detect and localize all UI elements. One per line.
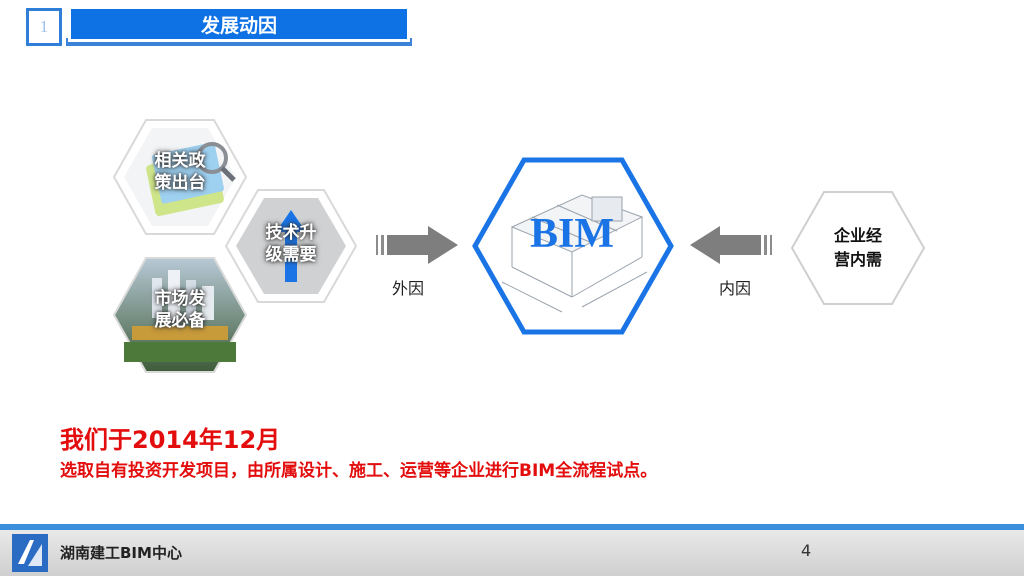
statement-detail: 选取自有投资开发项目，由所属设计、施工、运营等企业进行BIM全流程试点。 [60,461,658,481]
bim-hexagon [472,157,674,335]
market-hexagon [112,257,248,373]
external-factor-label: 外因 [392,279,425,298]
organization-name: 湖南建工BIM中心 [60,544,182,562]
page-number: 4 [801,541,812,560]
company-logo-icon [12,534,48,572]
enterprise-label: 企业经 营内需 [833,226,882,269]
policy-label: 相关政 策出台 [154,151,206,193]
page-title: 发展动因 [68,6,410,42]
tech-hexagon [224,189,358,303]
internal-factor-label: 内因 [719,279,752,298]
external-arrow-icon [376,226,458,264]
footer-bar [0,530,1024,576]
policy-hexagon [112,119,248,235]
bim-label: BIM [530,211,614,257]
statement-headline: 我们于2014年12月 [60,426,281,454]
section-number: 1 [26,8,62,46]
enterprise-hexagon [790,191,926,305]
internal-arrow-icon [690,226,772,264]
market-label: 市场发 展必备 [154,289,206,331]
title-bar-shadow [66,38,412,46]
tech-label: 技术升 级需要 [265,223,317,265]
footer-divider [0,524,1024,530]
